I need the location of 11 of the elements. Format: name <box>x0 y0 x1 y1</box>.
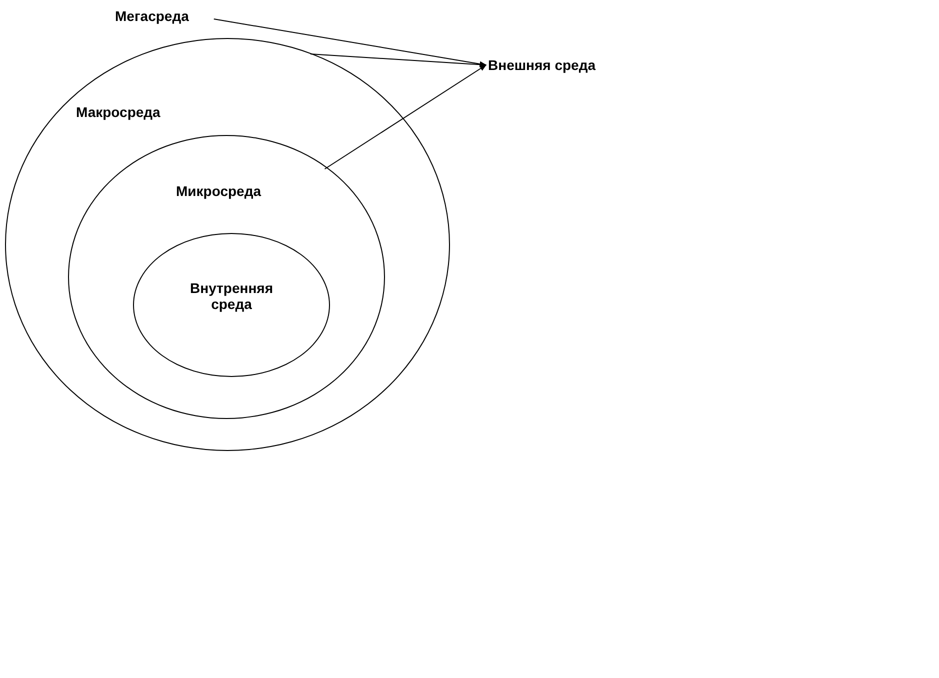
arrow <box>324 64 487 170</box>
environment-ellipse <box>68 135 385 419</box>
arrow <box>310 53 487 68</box>
text-label: Мегасреда <box>115 8 189 24</box>
arrow <box>213 18 487 67</box>
environment-ellipse <box>133 233 330 377</box>
node-label: Микросреда <box>176 183 261 199</box>
node-label: Внутренняя среда <box>189 280 274 312</box>
environment-ellipse <box>5 38 450 451</box>
text-label: Внешняя среда <box>488 57 596 73</box>
node-label: Макросреда <box>76 104 160 120</box>
